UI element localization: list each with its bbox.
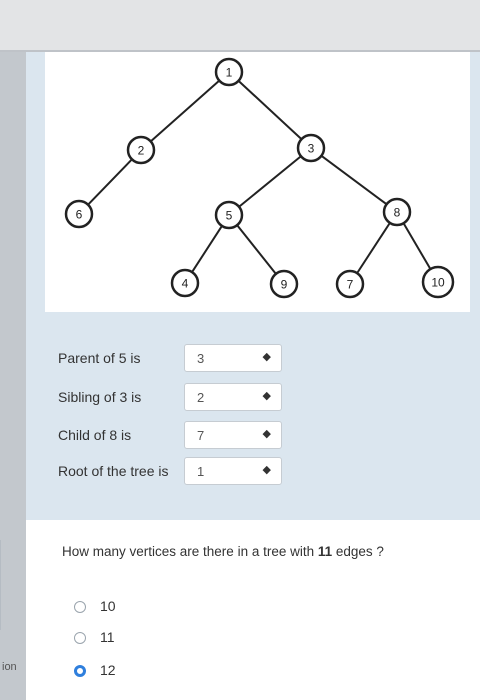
top-band — [0, 0, 480, 52]
edge-8-10 — [402, 222, 433, 272]
edge-5-4 — [191, 225, 223, 273]
select-sibling-of-3[interactable]: 2 ◆ — [184, 383, 282, 411]
radio-button-selected[interactable] — [74, 665, 86, 677]
select-child-of-8[interactable]: 7 ◆ — [184, 421, 282, 449]
select-value: 7 — [197, 428, 205, 443]
side-label: ion — [2, 661, 17, 673]
row-label-sibling: Sibling of 3 is — [58, 389, 142, 405]
updown-arrow-icon: ◆ — [262, 390, 271, 402]
node-circle — [126, 135, 156, 165]
edge-3-5 — [238, 155, 302, 208]
tree-node-5: 5 — [214, 200, 244, 230]
node-label: 10 — [431, 276, 445, 290]
node-label: 9 — [281, 278, 288, 292]
select-parent-of-5[interactable]: 3 ◆ — [184, 344, 282, 372]
option-label: 11 — [100, 629, 115, 645]
node-label: 6 — [76, 208, 83, 222]
tree-node-9: 9 — [269, 269, 299, 299]
updown-arrow-icon: ◆ — [262, 464, 271, 476]
updown-arrow-icon: ◆ — [262, 351, 271, 363]
row-label-parent: Parent of 5 is — [58, 350, 141, 366]
row-label-child: Child of 8 is — [58, 427, 132, 443]
tree-node-10: 10 — [421, 265, 455, 299]
select-value: 1 — [197, 464, 205, 479]
option-label: 12 — [100, 662, 116, 678]
tree-node-2: 2 — [126, 135, 156, 165]
node-circle — [214, 200, 244, 230]
updown-arrow-icon: ◆ — [262, 428, 271, 440]
node-label: 5 — [226, 209, 233, 223]
radio-button[interactable] — [74, 632, 86, 644]
node-circle — [421, 265, 455, 299]
node-label: 4 — [182, 277, 189, 291]
node-circle — [335, 269, 365, 299]
select-value: 3 — [197, 351, 205, 366]
left-strip — [0, 52, 26, 700]
node-circle — [296, 133, 326, 163]
node-circle — [170, 268, 200, 298]
node-label: 3 — [308, 142, 315, 156]
node-label: 2 — [138, 144, 145, 158]
edge-3-8 — [320, 154, 388, 206]
node-label: 8 — [394, 206, 401, 220]
tree-node-1: 1 — [214, 57, 244, 87]
edge-1-2 — [150, 79, 220, 143]
left-divider — [0, 540, 19, 630]
select-value: 2 — [197, 390, 205, 405]
tree-node-4: 4 — [170, 268, 200, 298]
node-circle — [64, 199, 94, 229]
edge-5-9 — [236, 224, 277, 275]
tree-node-3: 3 — [296, 133, 326, 163]
node-circle — [214, 57, 244, 87]
tree-node-6: 6 — [64, 199, 94, 229]
edge-8-7 — [356, 222, 391, 274]
question-text: How many vertices are there in a tree wi… — [62, 544, 384, 559]
tree-node-8: 8 — [382, 197, 412, 227]
tree-svg: 1 2 3 6 5 8 4 9 7 10 — [64, 57, 455, 299]
top-divider — [0, 50, 480, 52]
edge-2-6 — [87, 158, 133, 206]
node-label: 1 — [226, 66, 233, 80]
node-circle — [269, 269, 299, 299]
select-root[interactable]: 1 ◆ — [184, 457, 282, 485]
edge-1-3 — [237, 80, 303, 140]
option-label: 10 — [100, 598, 116, 614]
vertices-question — [26, 520, 480, 700]
radio-button[interactable] — [74, 601, 86, 613]
node-circle — [382, 197, 412, 227]
tree-node-7: 7 — [335, 269, 365, 299]
row-label-root: Root of the tree is — [58, 463, 169, 479]
tree-diagram: 1 2 3 6 5 8 4 9 7 10 — [45, 52, 470, 312]
node-label: 7 — [347, 278, 354, 292]
